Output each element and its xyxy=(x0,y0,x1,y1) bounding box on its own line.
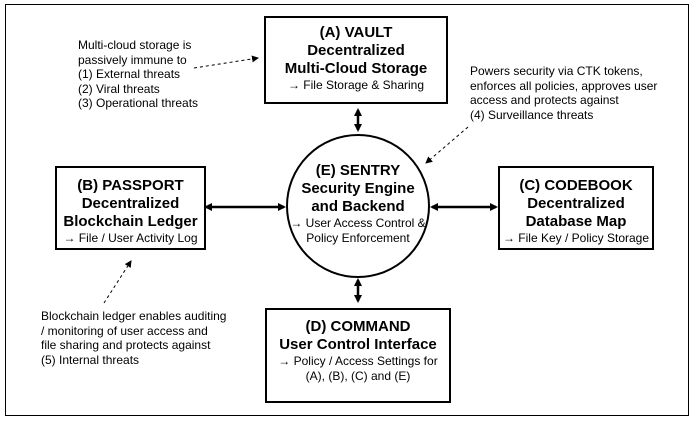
passport-note-line: file sharing and protects against xyxy=(41,338,211,352)
vault-note: Multi-cloud storage is passively immune … xyxy=(78,38,198,111)
passport-note-line: (5) Internal threats xyxy=(41,352,140,367)
pointer-passport-note xyxy=(103,260,132,304)
sentry-note-line: (4) Surveillance threats xyxy=(470,107,594,122)
diagram-frame xyxy=(5,4,689,416)
vault-note-line: passively immune to xyxy=(78,52,187,67)
passport-line2: Blockchain Ledger xyxy=(63,213,198,230)
sentry-line2: and Backend xyxy=(311,198,405,215)
passport-heading: (B) PASSPORT xyxy=(77,177,184,194)
sentry-circle xyxy=(286,134,430,278)
passport-line1: Decentralized xyxy=(81,195,180,212)
vault-note-line: (3) Operational threats xyxy=(78,96,199,110)
codebook-detail: → File Key / Policy Storage xyxy=(502,231,650,245)
sentry-heading: (E) SENTRY xyxy=(315,162,401,179)
sentry-note-line: Powers security via CTK tokens, xyxy=(470,64,643,78)
command-heading: (D) COMMAND xyxy=(305,318,411,335)
codebook-line1: Decentralized xyxy=(527,195,625,212)
codebook-line2: Database Map xyxy=(525,213,627,230)
command-detail1: → Policy / Access Settings for xyxy=(278,354,438,368)
vault-box: (A) VAULT Decentralized Multi-Cloud Stor… xyxy=(264,16,448,104)
sentry-note-line: access and protects against xyxy=(470,93,619,107)
sentry-note-line: enforces all policies, approves user xyxy=(470,78,658,93)
sentry-note: Powers security via CTK tokens, enforces… xyxy=(470,64,657,122)
command-detail2: (A), (B), (C) and (E) xyxy=(305,369,411,383)
vault-note-line: (2) Viral threats xyxy=(78,81,160,96)
vault-line1: Decentralized xyxy=(307,42,405,59)
codebook-box: (C) CODEBOOK Decentralized Database Map … xyxy=(498,166,654,250)
command-box: (D) COMMAND User Control Interface → Pol… xyxy=(265,308,451,403)
vault-note-line: Multi-cloud storage is xyxy=(78,38,192,52)
vault-detail: → File Storage & Sharing xyxy=(287,78,425,92)
passport-box: (B) PASSPORT Decentralized Blockchain Le… xyxy=(55,166,206,250)
pointer-vault-note xyxy=(193,55,259,69)
pointer-sentry-note xyxy=(425,126,469,164)
codebook-heading: (C) CODEBOOK xyxy=(519,177,633,194)
passport-note-line: / monitoring of user access and xyxy=(41,323,208,338)
vault-note-line: (1) External threats xyxy=(78,67,181,81)
sentry-detail2: Policy Enforcement xyxy=(306,231,410,245)
command-line1: User Control Interface xyxy=(279,336,437,353)
sentry-line1: Security Engine xyxy=(301,180,415,197)
passport-note-line: Blockchain ledger enables auditing xyxy=(41,309,227,323)
passport-note: Blockchain ledger enables auditing / mon… xyxy=(41,309,226,367)
sentry-label: (E) SENTRY Security Engine and Backend →… xyxy=(287,162,429,246)
vault-heading: (A) VAULT xyxy=(319,24,393,41)
sentry-detail1: → User Access Control & xyxy=(290,216,426,230)
vault-line2: Multi-Cloud Storage xyxy=(284,60,428,77)
passport-detail: → File / User Activity Log xyxy=(63,231,198,245)
